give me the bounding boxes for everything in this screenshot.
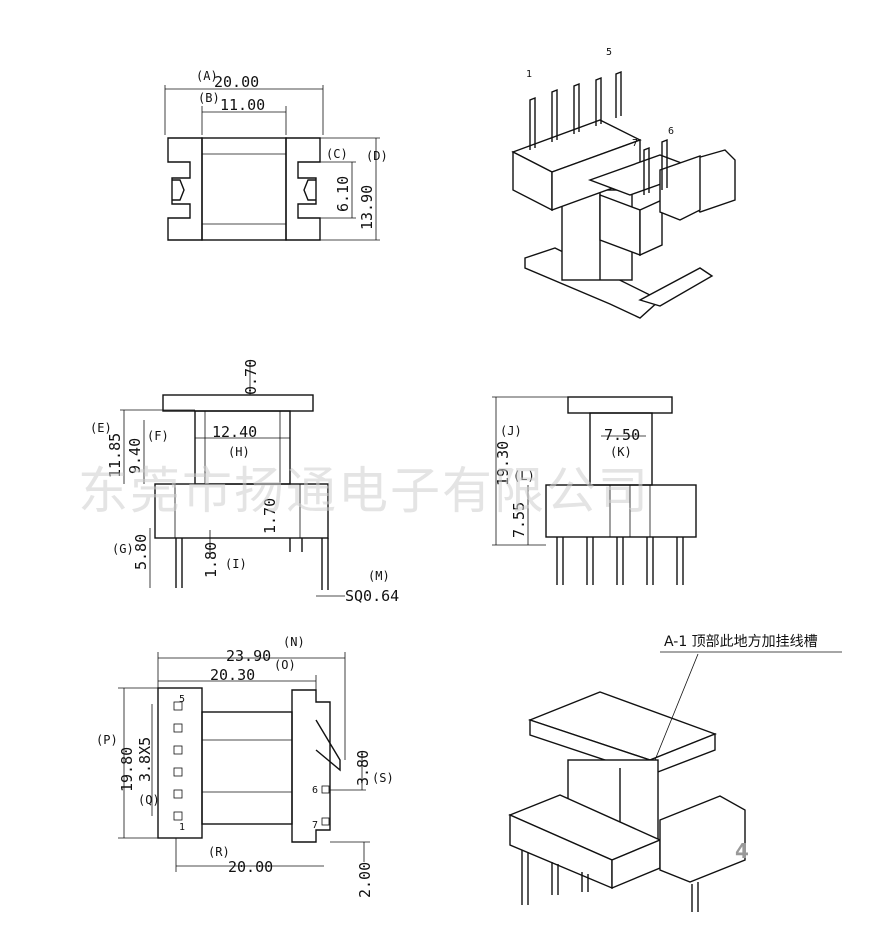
bottom-pin-label-7: 7: [312, 820, 318, 831]
iso-pin-label-7: 7: [632, 138, 638, 149]
iso-pin-label-6: 6: [668, 126, 674, 137]
dim-D-label: (D): [366, 149, 388, 163]
dim-G-value: 5.80: [132, 534, 150, 570]
dim-B-label: (B): [198, 91, 220, 105]
dim-2-00-value: 2.00: [356, 862, 374, 898]
dim-G-label: (G): [112, 542, 134, 556]
dim-O-label: (O): [274, 658, 296, 672]
dim-F-value: 9.40: [126, 438, 144, 474]
top-view: (A) 20.00 (B) 11.00 (C) 6.10 (D) 13.90: [164, 69, 388, 241]
dim-P-label: (P): [96, 733, 118, 747]
isometric-view-top: 1 5 7 6: [511, 47, 736, 319]
bottom-view: 5 1 6 7 (N) 23.90 (O) 20.30 (P) 19.80 (Q…: [96, 635, 394, 898]
dim-K-label: (K): [610, 445, 632, 459]
company-watermark: 东莞市扬通电子有限公司: [78, 462, 650, 520]
iso-pin-label-5: 5: [606, 47, 612, 58]
dim-J-value: 19.30: [494, 441, 512, 486]
dim-F-label: (F): [147, 429, 169, 443]
dim-A-label: (A): [196, 69, 218, 83]
bottom-pin-label-6: 6: [312, 785, 318, 796]
front-view: (E) 11.85 (F) 9.40 12.40 (H) 0.70 1.70 (…: [90, 359, 399, 605]
dim-K-value: 7.50: [604, 426, 640, 444]
dim-E-value: 11.85: [106, 433, 124, 478]
bottom-pin-label-1: 1: [179, 822, 185, 833]
dim-M-label: (M): [368, 569, 390, 583]
dim-N-value: 23.90: [226, 647, 271, 665]
dim-D-value: 13.90: [358, 185, 376, 230]
dim-0-70-value: 0.70: [242, 359, 260, 395]
side-view: (J) 19.30 7.50 (K) (L) 7.55: [492, 396, 697, 585]
dim-S-label: (S): [372, 771, 394, 785]
dim-A-value: 20.00: [214, 73, 259, 91]
dim-C-label: (C): [326, 147, 348, 161]
dim-N-label: (N): [283, 635, 305, 649]
dim-R-label: (R): [208, 845, 230, 859]
dim-J-label: (J): [500, 424, 522, 438]
dim-S-value: 3.80: [354, 750, 372, 786]
dim-C-value: 6.10: [334, 176, 352, 212]
dim-H-value: 12.40: [212, 423, 257, 441]
dim-Q-label: (Q): [138, 793, 160, 807]
dim-I-value: 1.80: [202, 542, 220, 578]
iso-pin-label-1: 1: [526, 69, 532, 80]
dim-1-70-value: 1.70: [261, 498, 279, 534]
isometric-view-bottom: A-1 顶部此地方加挂线槽: [508, 634, 842, 912]
dim-P-value: 19.80: [118, 747, 136, 792]
dim-M-value: SQ0.64: [345, 587, 399, 605]
dim-B-value: 11.00: [220, 96, 265, 114]
bottom-pin-label-5: 5: [179, 694, 185, 705]
slot-note: A-1 顶部此地方加挂线槽: [664, 634, 818, 650]
dim-L-label: (L): [513, 469, 535, 483]
dim-I-label: (I): [225, 557, 247, 571]
dim-H-label: (H): [228, 445, 250, 459]
dim-Q-value: 3.8X5: [136, 737, 154, 782]
dim-L-value: 7.55: [510, 502, 528, 538]
dim-O-value: 20.30: [210, 666, 255, 684]
page-number: 4: [735, 839, 749, 863]
dim-E-label: (E): [90, 421, 112, 435]
dim-R-value: 20.00: [228, 858, 273, 876]
